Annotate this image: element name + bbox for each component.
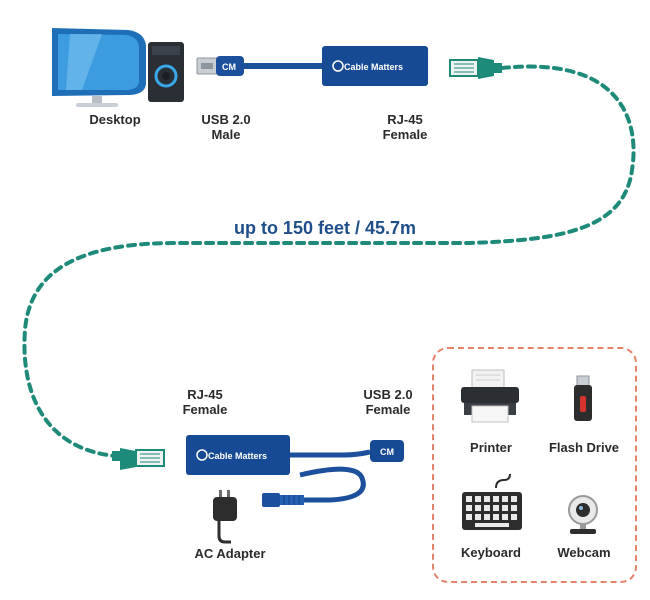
adapter-box-top: Cable Matters: [322, 46, 428, 86]
svg-text:CM: CM: [222, 62, 236, 72]
monitor-icon: [52, 28, 146, 107]
label-rj45-bottom-line2: Female: [182, 402, 228, 417]
label-rj45-top-line2: Female: [382, 127, 428, 142]
label-ac-adapter: AC Adapter: [180, 546, 280, 561]
label-usb-female-line2: Female: [365, 402, 411, 417]
label-rj45-bottom: RJ-45 Female: [170, 387, 240, 417]
power-plug-icon: [262, 493, 304, 507]
label-ac-adapter-text: AC Adapter: [194, 546, 266, 561]
label-usb-male: USB 2.0 Male: [190, 112, 262, 142]
label-rj45-top: RJ-45 Female: [370, 112, 440, 142]
flash-drive-icon: [574, 375, 592, 421]
usb-male-plug-icon: CM: [196, 56, 244, 76]
device-label-keyboard: Keyboard: [461, 545, 521, 560]
rj45-connector-bottom: [112, 448, 165, 470]
usb-female-cable: [290, 449, 371, 458]
distance-label: up to 150 feet / 45.7m: [233, 218, 417, 238]
device-label-printer: Printer: [470, 440, 512, 455]
label-desktop-text: Desktop: [89, 112, 141, 127]
device-label-flash-drive: Flash Drive: [548, 440, 620, 455]
label-rj45-bottom-line1: RJ-45: [187, 387, 223, 402]
label-usb-male-line1: USB 2.0: [201, 112, 251, 127]
ac-adapter-icon: [213, 490, 237, 544]
usb-female-port-icon: CM: [370, 440, 404, 462]
device-group-box: [432, 347, 637, 583]
webcam-icon: [568, 495, 598, 534]
rj45-connector-top: [449, 57, 502, 79]
label-usb-male-line2: Male: [211, 127, 241, 142]
label-rj45-top-line1: RJ-45: [387, 112, 423, 127]
ethernet-cable-dashed: [22, 64, 636, 458]
brand-label-bottom: Cable Matters: [208, 451, 267, 461]
label-usb-female: USB 2.0 Female: [350, 387, 426, 417]
pc-tower-icon: [148, 42, 184, 102]
keyboard-icon: [462, 473, 522, 530]
adapter-box-bottom: Cable Matters: [186, 435, 290, 475]
printer-icon: [461, 369, 519, 423]
brand-label-top: Cable Matters: [344, 62, 403, 72]
svg-text:CM: CM: [380, 447, 394, 457]
label-desktop: Desktop: [80, 112, 150, 127]
label-usb-female-line1: USB 2.0: [363, 387, 413, 402]
device-label-webcam: Webcam: [557, 545, 611, 560]
power-cable: [299, 466, 366, 503]
